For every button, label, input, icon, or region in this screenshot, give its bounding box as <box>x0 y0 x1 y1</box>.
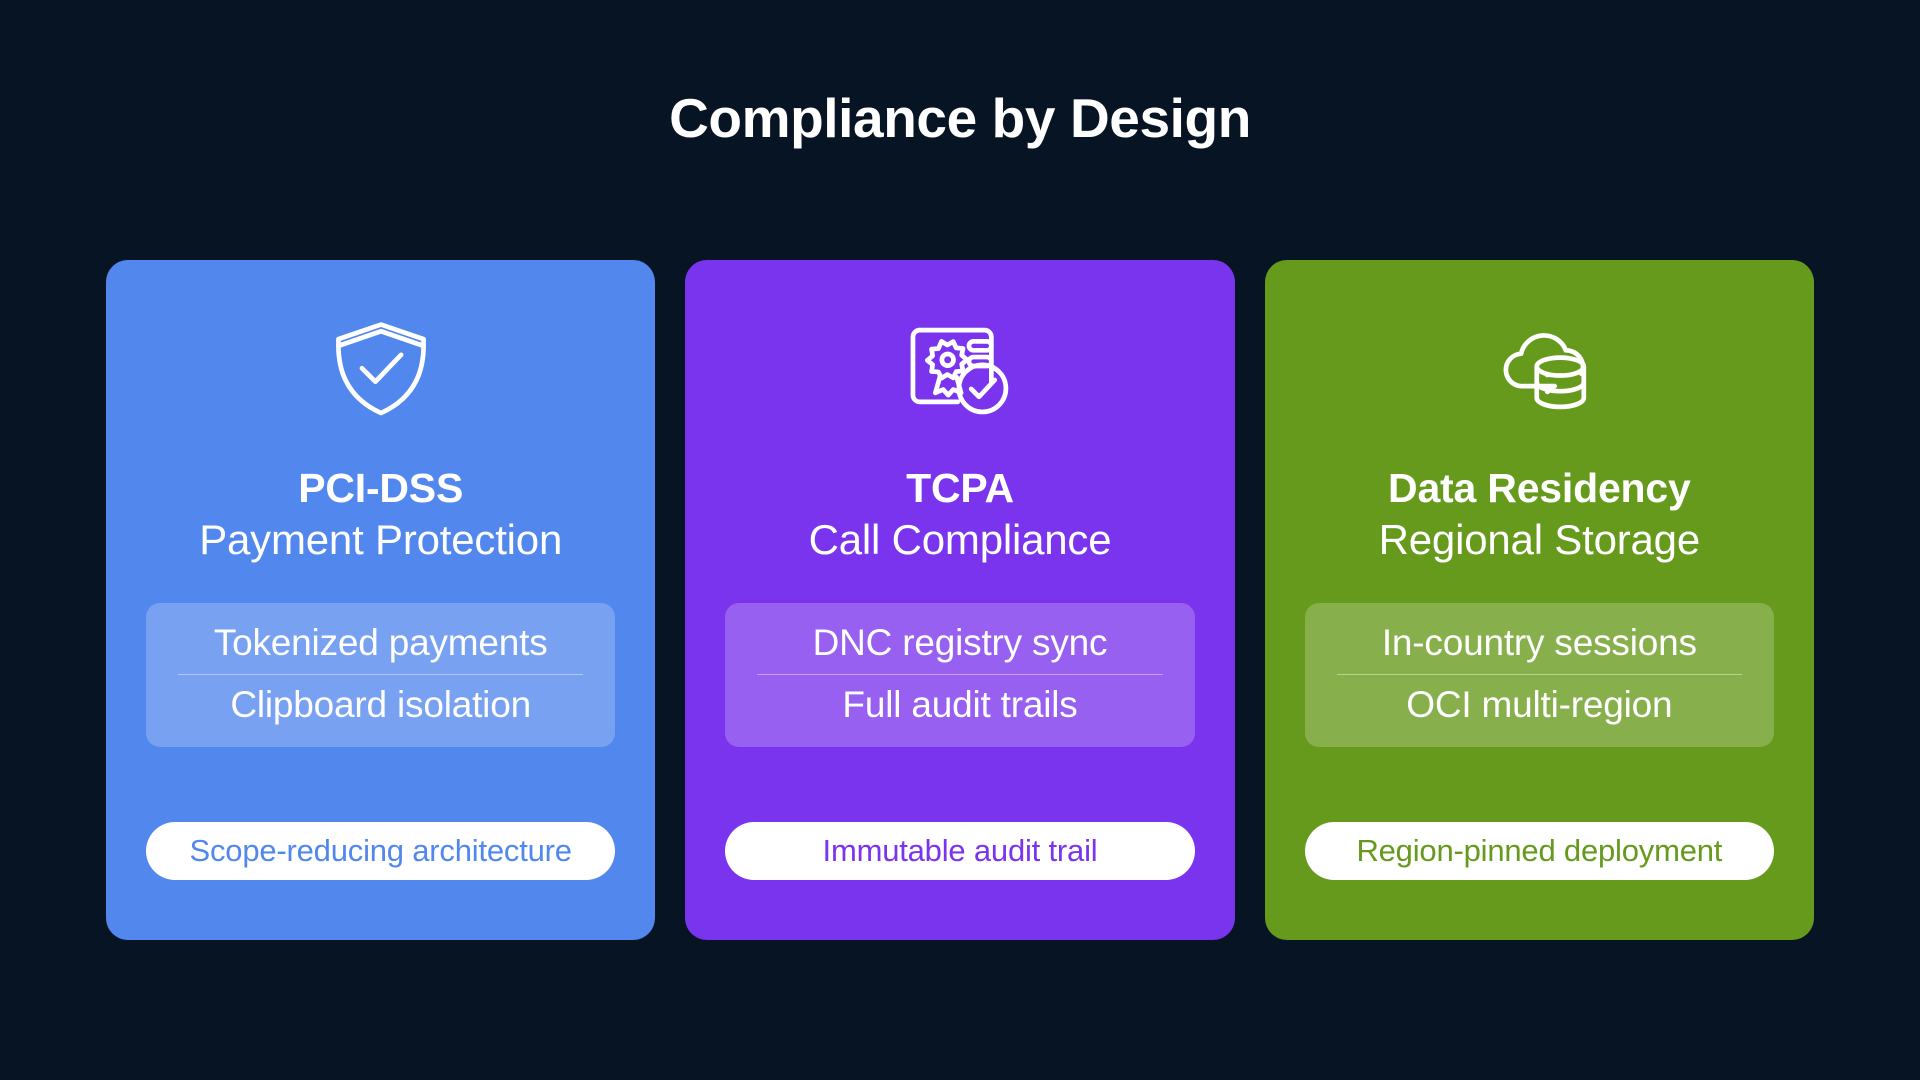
card-subtitle: Call Compliance <box>808 516 1112 564</box>
feature-divider <box>757 673 1163 675</box>
feature-box: DNC registry sync Full audit trails <box>725 603 1195 748</box>
feature-item: DNC registry sync <box>812 622 1108 664</box>
badge-pill[interactable]: Scope-reducing architecture <box>146 822 616 880</box>
feature-item: Tokenized payments <box>213 622 548 664</box>
feature-item: Clipboard isolation <box>230 683 531 725</box>
card-subtitle: Regional Storage <box>1378 516 1701 564</box>
feature-item: In-country sessions <box>1381 622 1697 664</box>
feature-divider <box>178 673 584 675</box>
compliance-card-pci-dss[interactable]: PCI-DSS Payment Protection Tokenized pay… <box>106 260 656 940</box>
badge-label: Region-pinned deployment <box>1356 833 1723 868</box>
badge-label: Immutable audit trail <box>822 833 1098 868</box>
certificate-check-icon <box>904 310 1016 422</box>
card-heading-block: Data Residency Regional Storage <box>1305 465 1774 564</box>
page-title: Compliance by Design <box>669 87 1251 149</box>
compliance-card-tcpa[interactable]: TCPA Call Compliance DNC registry sync F… <box>685 260 1235 940</box>
badge-label: Scope-reducing architecture <box>189 833 573 868</box>
cloud-database-icon <box>1483 310 1595 422</box>
card-title: TCPA <box>906 465 1014 511</box>
badge-pill[interactable]: Region-pinned deployment <box>1304 822 1774 880</box>
feature-item: OCI multi-region <box>1406 683 1673 725</box>
compliance-card-data-residency[interactable]: Data Residency Regional Storage In-count… <box>1264 260 1814 940</box>
feature-divider <box>1336 673 1742 675</box>
feature-box: In-country sessions OCI multi-region <box>1304 603 1774 748</box>
shield-check-icon <box>325 310 437 422</box>
badge-pill[interactable]: Immutable audit trail <box>725 822 1195 880</box>
card-title: PCI-DSS <box>298 465 464 511</box>
card-subtitle: Payment Protection <box>199 516 563 564</box>
feature-box: Tokenized payments Clipboard isolation <box>146 603 616 748</box>
card-heading-block: TCPA Call Compliance <box>725 465 1194 564</box>
feature-item: Full audit trails <box>842 683 1078 725</box>
card-title: Data Residency <box>1388 465 1691 511</box>
card-heading-block: PCI-DSS Payment Protection <box>146 465 615 564</box>
compliance-card-row: PCI-DSS Payment Protection Tokenized pay… <box>106 260 1814 940</box>
